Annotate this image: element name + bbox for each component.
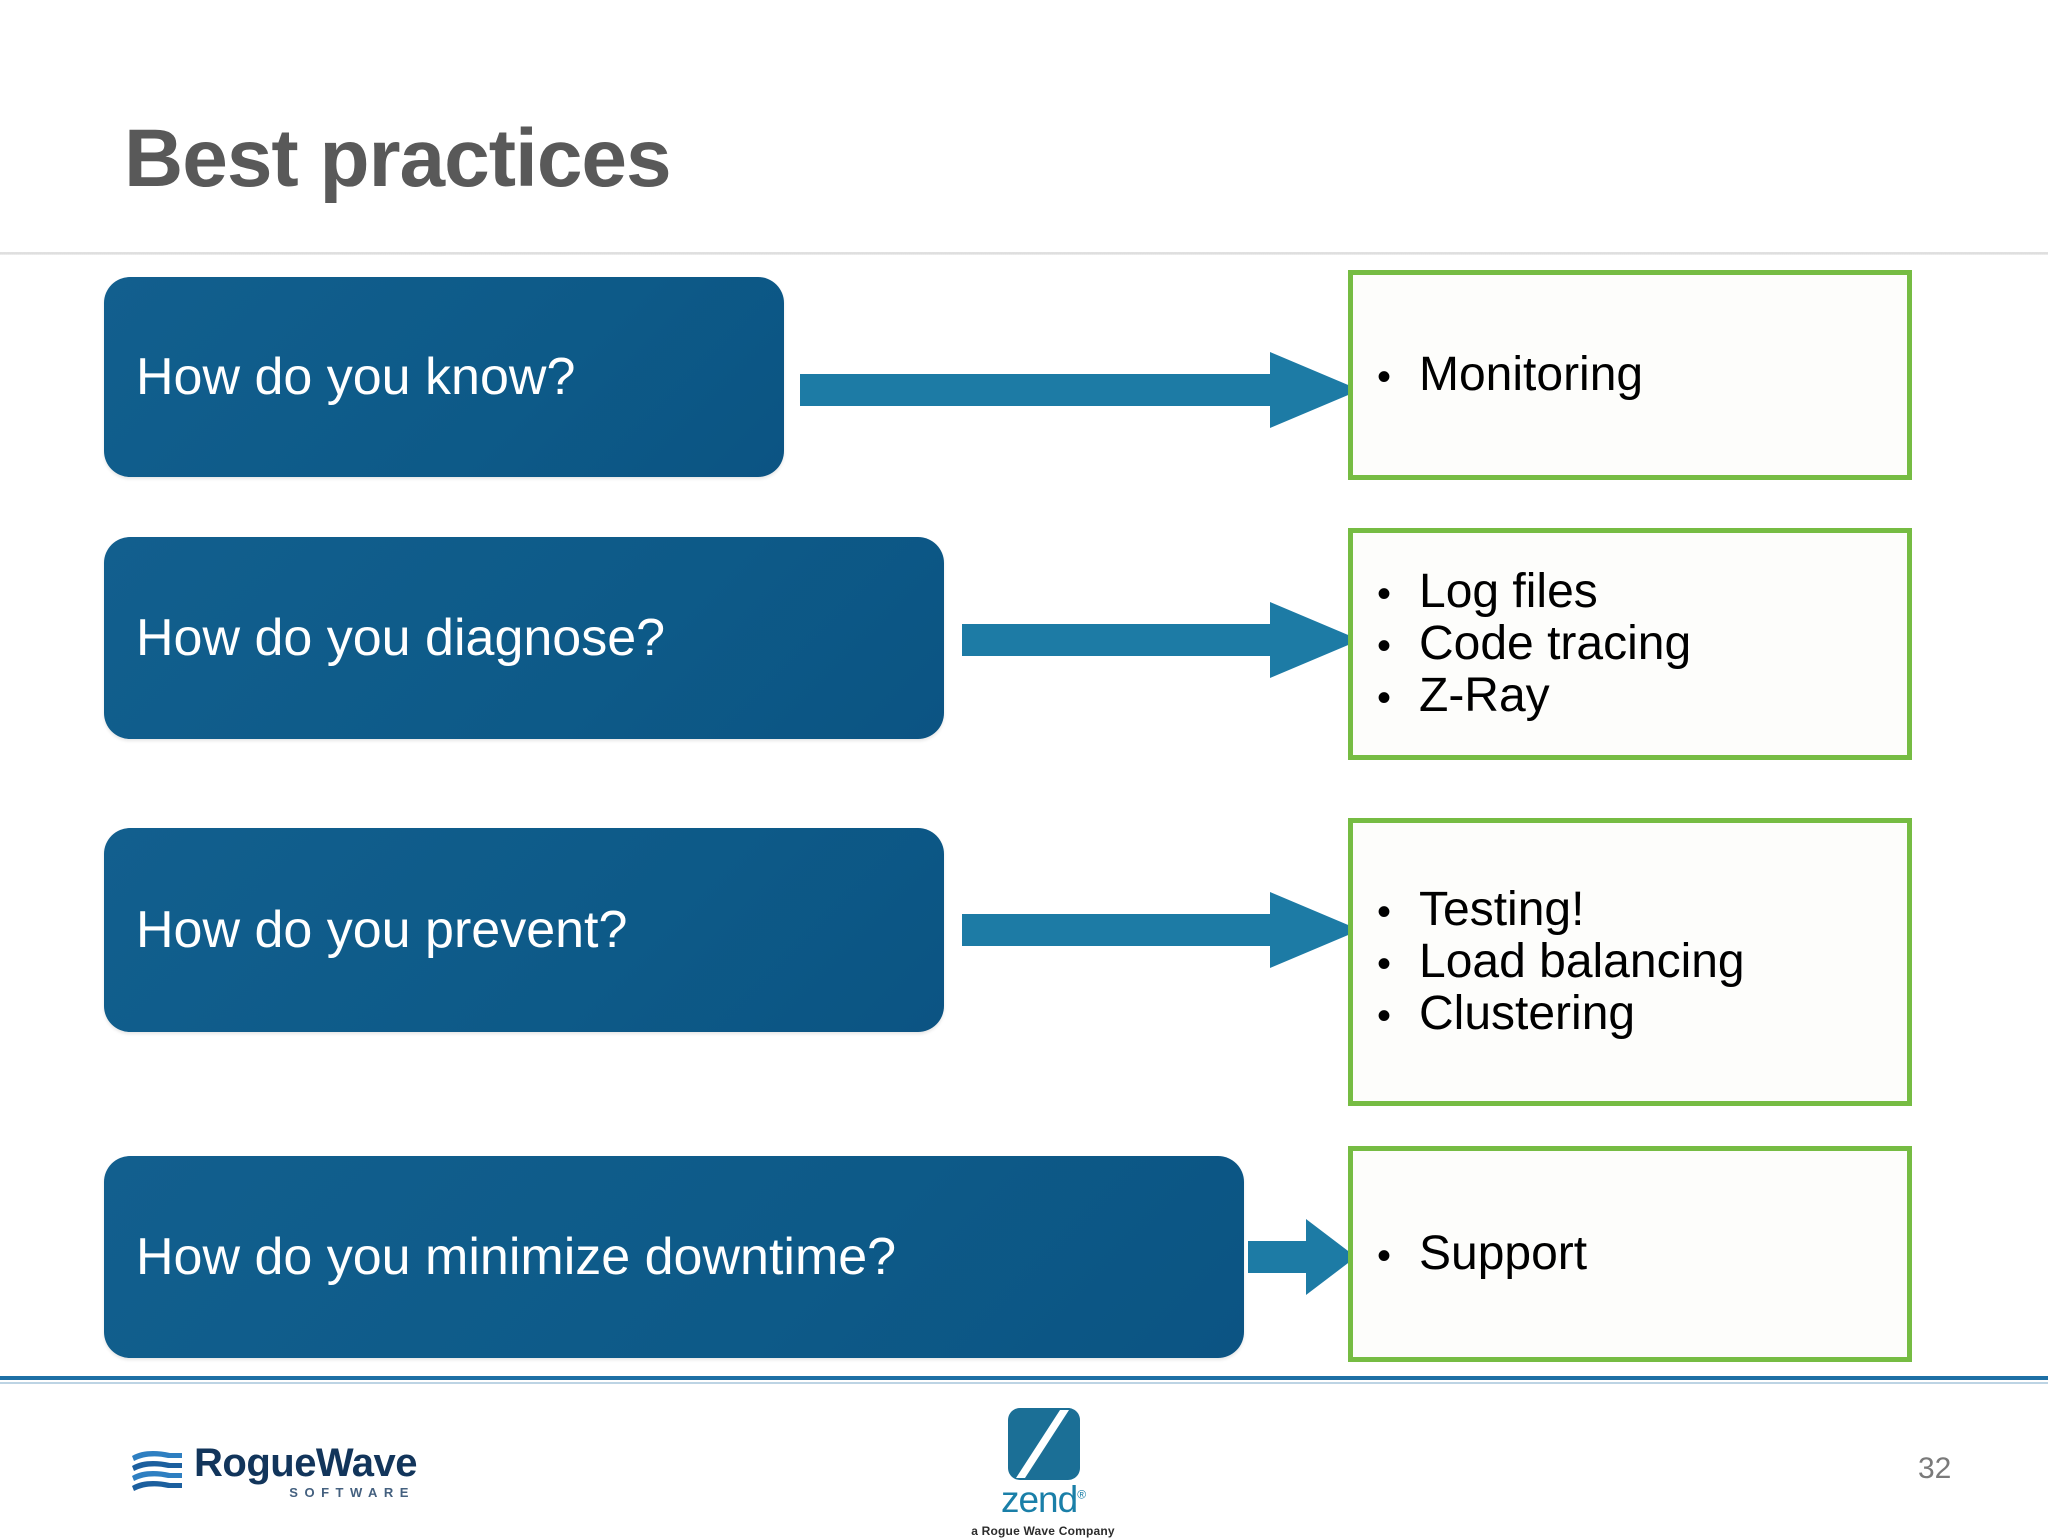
question-box-2-label: How do you diagnose? <box>136 608 666 667</box>
question-box-2[interactable]: How do you diagnose? <box>104 537 944 739</box>
arrow-right-icon-4 <box>1248 1217 1356 1297</box>
question-box-1-label: How do you know? <box>136 347 576 406</box>
list-item: • Clustering <box>1353 988 1907 1040</box>
bullet-icon: • <box>1377 572 1392 617</box>
list-item: • Load balancing <box>1353 936 1907 988</box>
answer-label: Support <box>1419 1227 1588 1281</box>
list-item: • Support <box>1353 1228 1907 1280</box>
list-item: • Z-Ray <box>1353 670 1907 722</box>
answer-label: Code tracing <box>1419 617 1692 671</box>
answer-label: Log files <box>1419 565 1598 619</box>
list-item: • Log files <box>1353 566 1907 618</box>
question-box-3-label: How do you prevent? <box>136 900 628 959</box>
question-box-1[interactable]: How do you know? <box>104 277 784 477</box>
zend-word-text: zend <box>1000 1479 1078 1520</box>
rogue-wave-subtitle: SOFTWARE <box>289 1485 415 1500</box>
question-box-4-label: How do you minimize downtime? <box>136 1227 897 1286</box>
bullet-icon: • <box>1377 1234 1392 1279</box>
bullet-icon: • <box>1377 624 1392 669</box>
registered-mark: ® <box>1077 1487 1086 1502</box>
answer-box-2[interactable]: • Log files • Code tracing • Z-Ray <box>1348 528 1912 760</box>
zend-wordmark: zend® <box>1000 1479 1086 1520</box>
list-item: • Code tracing <box>1353 618 1907 670</box>
answer-box-1[interactable]: • Monitoring <box>1348 270 1912 480</box>
arrow-right-icon-3 <box>962 890 1360 970</box>
answer-label: Load balancing <box>1419 935 1745 989</box>
answer-label: Monitoring <box>1419 348 1644 402</box>
wave-lines-icon <box>130 1448 184 1494</box>
question-box-3[interactable]: How do you prevent? <box>104 828 944 1032</box>
footer-divider <box>0 1376 2048 1380</box>
bullet-icon: • <box>1377 993 1392 1038</box>
answer-box-3[interactable]: • Testing! • Load balancing • Clustering <box>1348 818 1912 1106</box>
rogue-wave-wordmark: RogueWave SOFTWARE <box>194 1443 417 1499</box>
list-item: • Testing! <box>1353 884 1907 936</box>
answer-label: Testing! <box>1419 883 1585 937</box>
zend-logo: zend® a Rogue Wave Company <box>968 1408 1118 1538</box>
zend-z-icon <box>1006 1408 1080 1480</box>
answer-label: Z-Ray <box>1419 668 1550 722</box>
answer-box-4[interactable]: • Support <box>1348 1146 1912 1362</box>
bullet-icon: • <box>1377 890 1392 935</box>
bullet-icon: • <box>1377 355 1392 400</box>
arrow-right-icon-2 <box>962 600 1360 680</box>
answer-label: Clustering <box>1419 986 1636 1040</box>
zend-tagline: a Rogue Wave Company <box>971 1524 1115 1538</box>
footer-divider-secondary <box>0 1382 2048 1384</box>
bullet-icon: • <box>1377 942 1392 987</box>
bullet-icon: • <box>1377 675 1392 720</box>
rogue-wave-logo: RogueWave SOFTWARE <box>130 1443 417 1499</box>
title-divider <box>0 252 2048 255</box>
arrow-right-icon-1 <box>800 350 1360 430</box>
rogue-wave-name: RogueWave <box>194 1441 417 1485</box>
page-number: 32 <box>1918 1452 1952 1485</box>
list-item: • Monitoring <box>1353 349 1907 401</box>
question-box-4[interactable]: How do you minimize downtime? <box>104 1156 1244 1358</box>
page-title: Best practices <box>124 113 672 204</box>
